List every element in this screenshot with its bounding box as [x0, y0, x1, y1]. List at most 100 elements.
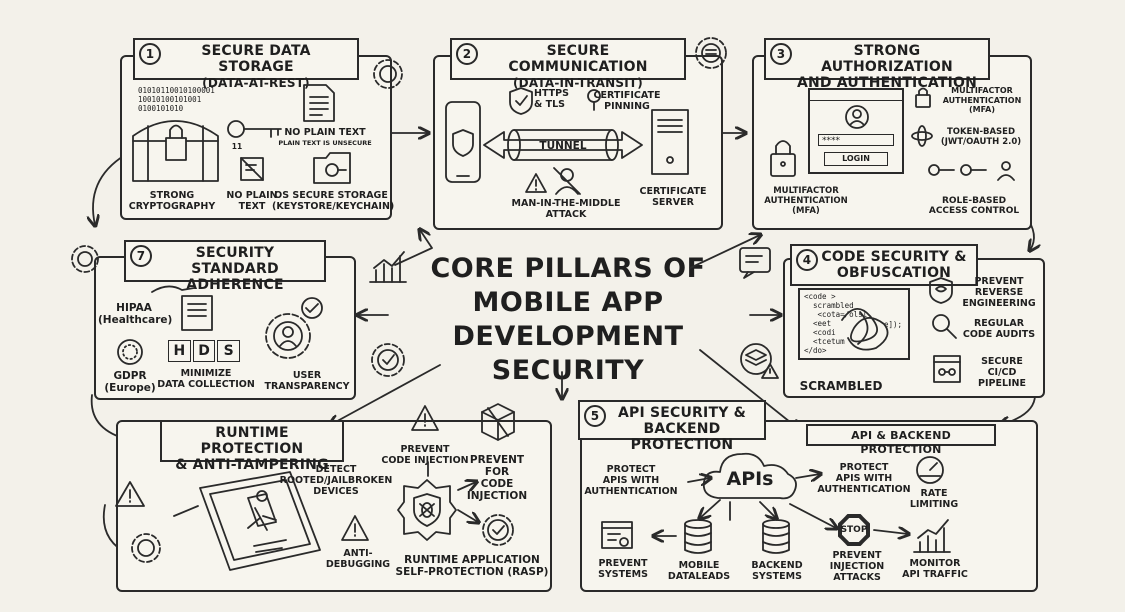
panel5-tag-box: API & BACKEND PROTECTION: [806, 424, 996, 456]
panel5-apis: APIs: [726, 468, 774, 490]
hds-block-s: S: [217, 340, 241, 362]
panel3-title-line1: Strong Authorization: [821, 43, 953, 75]
certificate-pin-icon: [584, 88, 604, 112]
panel4-scrambled: SCRAMBLED: [799, 379, 883, 393]
panel6-title-line1: Runtime Protection: [200, 425, 304, 457]
panel7-gdpr: GDPR (Europe): [104, 370, 156, 394]
panel1-os-secure-storage: OS SECURE STORAGE (KEYSTORE/KEYCHAIN): [272, 190, 395, 212]
panel4-title-box: 4 Code Security & Obfuscation: [790, 244, 978, 286]
panel1-title: Secure Data Storage: [201, 43, 311, 75]
center-title-line3: SECURITY: [491, 355, 645, 386]
server-icon: [648, 108, 692, 176]
panel3-rbac: ROLE-BASED ACCESS CONTROL: [928, 196, 1020, 216]
panel6-rasp: RUNTIME APPLICATION SELF-PROTECTION (RAS…: [395, 554, 549, 578]
panel4-cicd: SECURE CI/CD PIPELINE: [978, 356, 1026, 389]
panel2-https-tls: HTTPS & TLS: [534, 88, 569, 110]
tampered-phone-icon: [170, 468, 330, 578]
layers-icon: [738, 342, 774, 376]
smartphone-shield-icon: [443, 100, 483, 184]
panel7-hipaa: HIPAA (Healthcare): [98, 302, 173, 326]
shield-brain-icon: [928, 276, 954, 304]
panel1-subtitle: (Data-at-Rest): [202, 76, 310, 90]
panel2-subtitle: (Data-in-Transit): [513, 76, 643, 90]
panel3-token-based: TOKEN-BASED (JWT/OAUTH 2.0): [940, 127, 1022, 147]
mfa-padlock-icon: [914, 86, 932, 108]
panel5-title-box: 5 API Security & Backend Protection: [578, 400, 766, 453]
panel2-mitm-attack: MAN-IN-THE-MIDDLE ATTACK: [511, 198, 621, 220]
panel6-title-line2: & Anti-Tampering: [175, 457, 329, 473]
gauge-icon: [914, 454, 946, 486]
bug-shield-icon: [396, 478, 458, 542]
hds-block-d: D: [192, 340, 216, 362]
panel6-title-box: Runtime Protection & Anti-Tampering: [160, 420, 344, 473]
panel1-number: 1: [139, 43, 161, 65]
panel1-key-number: 11: [231, 142, 243, 151]
panel1-no-plain-text: NO PLAIN TEXT: [284, 127, 366, 138]
panel1-binary: 01010110010100001 10010100101001 0100101…: [138, 86, 215, 113]
gear-icon-p1: [368, 54, 408, 94]
center-title-line1: CORE PILLARS OF: [430, 253, 706, 284]
panel4-code-audits: REGULAR CODE AUDITS: [962, 318, 1036, 340]
panel5-prevent-systems: PREVENT SYSTEMS: [598, 558, 648, 580]
login-window: **** LOGIN: [808, 88, 904, 174]
panel6-prevent-code-injection: PREVENT CODE INJECTION: [381, 444, 469, 466]
https-shield-icon: [508, 86, 534, 116]
panel5-prevent-injection: PREVENT INJECTION ATTACKS: [829, 550, 885, 583]
key-icon: [226, 117, 286, 141]
panel5-backend-systems: BACKEND SYSTEMS: [751, 560, 803, 582]
treasure-chest-lock-icon: [128, 106, 223, 186]
panel2-certificate-server: CERTIFICATE SERVER: [639, 186, 707, 208]
panel4-number: 4: [796, 249, 818, 271]
panel3-number: 3: [770, 43, 792, 65]
warning-icon-p2: [524, 172, 548, 194]
stop-sign-label: STOP: [840, 525, 868, 535]
panel1-no-plain-text-2: NO PLAIN TEXT: [226, 190, 278, 212]
panel3-mfa-top: MULTIFACTOR AUTHENTICATION (MFA): [942, 86, 1022, 114]
panel5-tag: API & BACKEND PROTECTION: [851, 429, 951, 456]
panel2-tunnel: TUNNEL: [539, 140, 587, 152]
hand-document-icon: [148, 272, 218, 332]
code-window: [798, 288, 910, 360]
panel1-title-box: 1 Secure Data Storage (Data-at-Rest): [133, 38, 359, 90]
pipeline-icon: [932, 354, 962, 384]
no-plain-text-icon: [238, 155, 266, 183]
panel5-mobile-dataleads: MOBILE DATALEADS: [667, 560, 731, 582]
center-title: CORE PILLARS OF MOBILE APP DEVELOPMENT S…: [392, 252, 744, 388]
panel7-title-box: 7 Security Standard Adherence: [124, 240, 326, 293]
panel2-title-box: 2 Secure Communication (Data-in-Transit): [450, 38, 686, 90]
panel5-rate-limiting: RATE LIMITING: [909, 488, 959, 510]
padlock-icon-p3: [768, 136, 798, 178]
panel3-mfa-bottom: MULTIFACTOR AUTHENTICATION (MFA): [764, 186, 848, 216]
panel7-minimize: MINIMIZE DATA COLLECTION: [157, 368, 255, 390]
panel4-code: <code > scrambled <cota=/olsl <eet <codi…: [804, 292, 868, 355]
panel5-title-line1: API Security &: [617, 405, 747, 421]
panel5-number: 5: [584, 405, 606, 427]
login-button[interactable]: LOGIN: [824, 152, 888, 166]
panel2-certificate-pinning: CERTIFICATE PINNING: [593, 90, 661, 112]
scribble-obfuscation-icon: [836, 300, 896, 354]
panel1-plain-text-unsecure: PLAIN TEXT IS UNSECURE: [278, 139, 372, 147]
panel3-title-line2: and Authentication: [796, 75, 978, 91]
hds-block-h: H: [168, 340, 191, 362]
warning-icon-p6-top: [410, 404, 440, 432]
center-title-line2: MOBILE APP DEVELOPMENT: [452, 287, 684, 352]
panel5-monitor-traffic: MONITOR API TRAFFIC: [902, 558, 968, 580]
traffic-chart-icon: [912, 514, 952, 554]
panel-api-security: [580, 420, 1038, 592]
panel3-title-box: 3 Strong Authorization and Authenticatio…: [764, 38, 990, 91]
panel5-protect-left: PROTECT APIs with AUTHENTICATION: [584, 464, 678, 497]
magnifier-icon: [930, 312, 958, 340]
secure-folder-icon: [312, 150, 352, 186]
hds-blocks: H D S: [168, 340, 241, 362]
warning-icon-p4: [760, 362, 780, 380]
panel7-title-line1: Security Standard: [191, 245, 279, 277]
gear-icon-p7: [66, 240, 104, 278]
gear-icon-p6: [126, 528, 166, 568]
panel2-number: 2: [456, 43, 478, 65]
browser-block-icon: [600, 518, 634, 552]
password-field[interactable]: ****: [818, 134, 894, 146]
panel6-detect-rooted: DETECT ROOTED/JAILBROKEN DEVICES: [279, 464, 393, 497]
warning-icon-p6-bottom: [340, 514, 370, 542]
token-atom-icon: [910, 124, 934, 148]
